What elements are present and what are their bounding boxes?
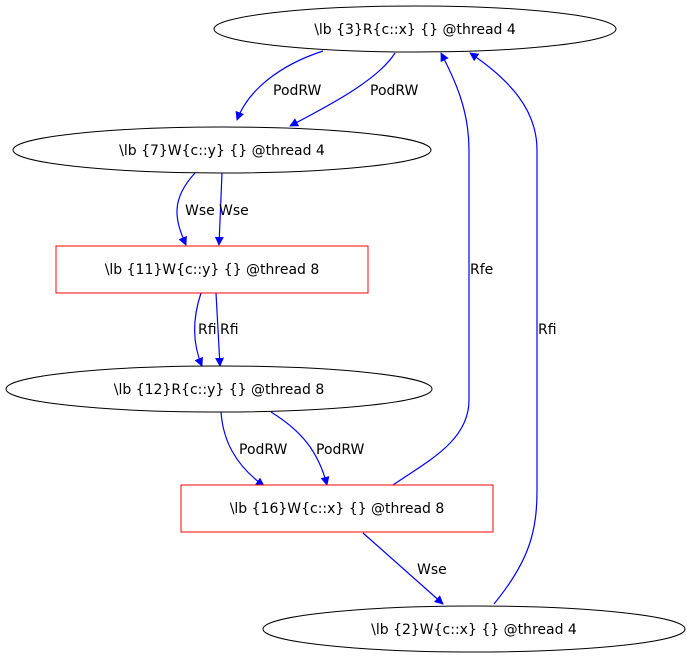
node-label: \lb {16}W{c::x} {} @thread 8 <box>230 501 445 517</box>
edge-label: PodRW <box>273 83 322 99</box>
edge-label: Wse <box>219 203 249 219</box>
node-n3[interactable]: \lb {3}R{c::x} {} @thread 4 <box>213 5 617 53</box>
edge-label: Rfi <box>538 322 557 338</box>
node-shape-box <box>180 484 494 533</box>
edge-n12-n16-b <box>270 411 330 486</box>
node-shape-ellipse <box>262 605 686 653</box>
node-n16[interactable]: \lb {16}W{c::x} {} @thread 8 <box>180 484 494 533</box>
edge-label: Wse <box>185 203 215 219</box>
node-label: \lb {11}W{c::y} {} @thread 8 <box>105 262 320 278</box>
node-shape-ellipse <box>12 126 432 174</box>
node-n11[interactable]: \lb {11}W{c::y} {} @thread 8 <box>55 245 369 294</box>
node-label: \lb {7}W{c::y} {} @thread 4 <box>119 143 325 159</box>
edge-label: PodRW <box>316 442 365 458</box>
node-label: \lb {2}W{c::x} {} @thread 4 <box>371 622 577 638</box>
edge-n11-n12-b <box>215 292 225 367</box>
node-shape-ellipse <box>213 5 617 53</box>
edges <box>176 50 538 605</box>
edge-labels: PodRW PodRW Wse Wse Rfi Rfi PodRW PodRW … <box>185 83 557 578</box>
node-shape-ellipse <box>5 365 433 413</box>
node-n12[interactable]: \lb {12}R{c::y} {} @thread 8 <box>5 365 433 413</box>
node-shape-box <box>55 245 369 294</box>
edge-n3-n7-a <box>235 50 324 121</box>
edge-n2-n3-rfi <box>469 52 538 605</box>
node-label: \lb {3}R{c::x} {} @thread 4 <box>314 22 516 38</box>
node-n2[interactable]: \lb {2}W{c::x} {} @thread 4 <box>262 605 686 653</box>
edge-label: Rfi <box>220 322 239 338</box>
edge-n3-n7-b <box>289 52 396 127</box>
edge-label: Rfe <box>470 262 493 278</box>
edge-n12-n16-a <box>220 411 265 487</box>
node-label: \lb {12}R{c::y} {} @thread 8 <box>114 382 325 398</box>
edge-n7-n11-a <box>176 172 196 246</box>
edge-label: PodRW <box>239 442 288 458</box>
edge-n7-n11-b <box>214 172 224 246</box>
edge-label: Rfi <box>198 322 217 338</box>
edge-n11-n12-a <box>194 292 203 367</box>
edge-label: PodRW <box>370 83 419 99</box>
node-n7[interactable]: \lb {7}W{c::y} {} @thread 4 <box>12 126 432 174</box>
edge-label: Wse <box>417 562 447 578</box>
edge-n16-n3-rfe <box>392 52 470 486</box>
edge-n16-n2-wse <box>362 532 444 605</box>
